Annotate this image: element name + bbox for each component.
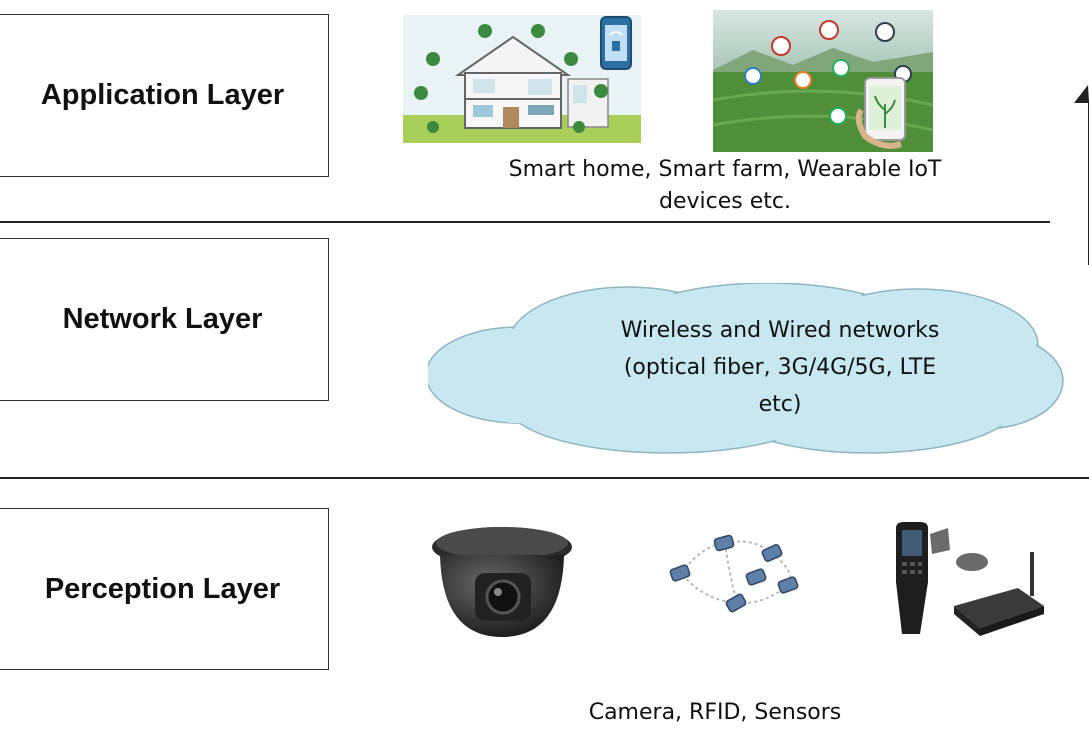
divider-network-perception [0,477,1089,479]
perception-layer-label: Perception Layer [44,572,281,605]
application-caption: Smart home, Smart farm, Wearable IoT dev… [455,154,995,218]
network-caption-line-1: Wireless and Wired networks [620,318,940,343]
handheld-reader-icon [896,522,950,634]
network-layer-label: Network Layer [62,303,263,335]
up-arrow-icon [1074,85,1089,103]
application-layer-box: Application Layer [0,14,329,177]
application-caption-line-1: Smart home, Smart farm, Wearable IoT [508,157,942,182]
cloud-shape [428,283,1064,454]
network-layer-box: Network Layer [0,238,329,401]
network-caption-line-2: (optical fiber, 3G/4G/5G, LTE [623,355,937,380]
dome-camera-icon [432,527,572,637]
network-caption: Wireless and Wired networks (optical fib… [560,312,1000,423]
perception-caption-line-1: Camera, RFID, Sensors [588,700,842,725]
perception-layer-box: Perception Layer [0,508,329,670]
application-caption-line-2: devices etc. [659,189,791,214]
smart-home-illustration [403,15,641,143]
wireless-router-icon [954,552,1044,636]
smart-farm-illustration [713,10,933,152]
perception-caption: Camera, RFID, Sensors [545,697,885,729]
rfid-network-icon [669,534,799,613]
application-layer-label: Application Layer [40,79,285,111]
divider-application-network [0,221,1050,223]
network-caption-line-3: etc) [758,392,802,417]
